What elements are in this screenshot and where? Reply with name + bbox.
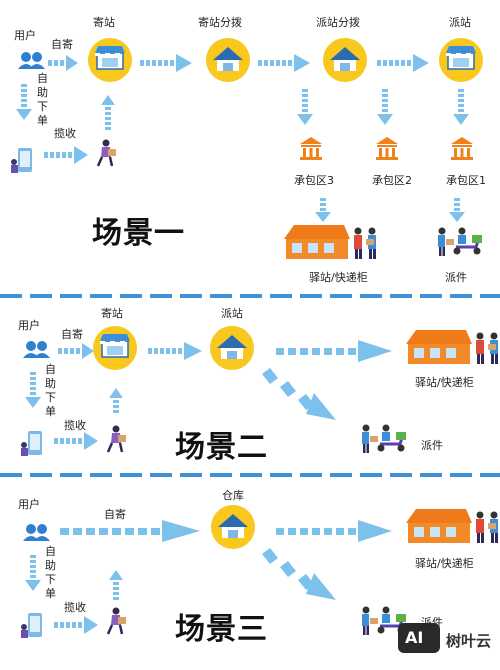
delivery-scooter-icon (436, 226, 484, 258)
deliver-label: 派件 (421, 616, 443, 629)
deliver-label: 派件 (421, 439, 443, 452)
store-node-drop (87, 37, 133, 83)
zone1-icon (451, 137, 473, 160)
node-drop-label: 寄站 (93, 16, 115, 29)
house-node-delivery (210, 326, 254, 370)
node-del-sort-label: 派站分拨 (316, 16, 360, 29)
watermark-badge: AI (405, 628, 424, 647)
user-label: 用户 (18, 319, 40, 332)
scene2-title: 场景二 (175, 430, 268, 465)
locker-shop-icon (284, 225, 376, 259)
users-icon (23, 341, 50, 358)
user-label: 用户 (18, 498, 40, 511)
self-order-label: 自助下单 (37, 72, 48, 127)
locker-shop-icon (406, 509, 498, 543)
scene1-arrows (16, 54, 469, 222)
scene2 (21, 325, 498, 456)
locker-label: 驿站/快递柜 (415, 376, 474, 389)
phone-order-icon (21, 613, 42, 638)
users-icon (18, 52, 45, 69)
zone2-label: 承包区2 (372, 174, 412, 187)
scene2-arrows (25, 340, 392, 450)
watermark-name: 树叶云 (446, 632, 492, 650)
locker-label: 驿站/快递柜 (309, 271, 368, 284)
zone3-label: 承包区3 (294, 174, 334, 187)
watermark-logo (398, 623, 440, 653)
courier-icon (96, 138, 118, 168)
self-order-label: 自助下单 (45, 545, 56, 600)
scene3-title: 场景三 (175, 612, 268, 647)
scene1-title: 场景一 (92, 216, 185, 251)
node-drop-sort-label: 寄站分拨 (198, 16, 242, 29)
pickup-label: 揽收 (64, 601, 86, 614)
pickup-label: 揽收 (64, 419, 86, 432)
node-warehouse-label: 仓库 (222, 489, 244, 502)
house-node-delivery-sort (323, 38, 367, 82)
scene3 (21, 505, 498, 638)
node-drop-label: 寄站 (101, 307, 123, 320)
zone2-icon (376, 137, 398, 160)
deliver-label: 派件 (445, 271, 467, 284)
zone1-label: 承包区1 (446, 174, 486, 187)
courier-icon (106, 606, 128, 636)
node-del-label: 派站 (449, 16, 471, 29)
self-send-label: 自寄 (104, 508, 126, 521)
locker-label: 驿站/快递柜 (415, 557, 474, 570)
store-node-drop (92, 325, 138, 371)
zone3-icon (300, 137, 322, 160)
phone-order-icon (11, 148, 32, 173)
courier-icon (106, 424, 128, 454)
pickup-label: 揽收 (54, 127, 76, 140)
house-node-warehouse (211, 505, 255, 549)
self-order-label: 自助下单 (45, 363, 56, 418)
delivery-scooter-icon (360, 423, 408, 455)
store-node-delivery (438, 37, 484, 83)
node-del-label: 派站 (221, 307, 243, 320)
scene3-arrows (25, 520, 392, 634)
scene1 (11, 37, 484, 259)
phone-order-icon (21, 431, 42, 456)
house-node-drop-sort (206, 38, 250, 82)
users-icon (23, 524, 50, 541)
locker-shop-icon (406, 330, 498, 364)
self-send-label: 自寄 (61, 328, 83, 341)
user-label: 用户 (14, 29, 36, 42)
self-send-label: 自寄 (51, 38, 73, 51)
